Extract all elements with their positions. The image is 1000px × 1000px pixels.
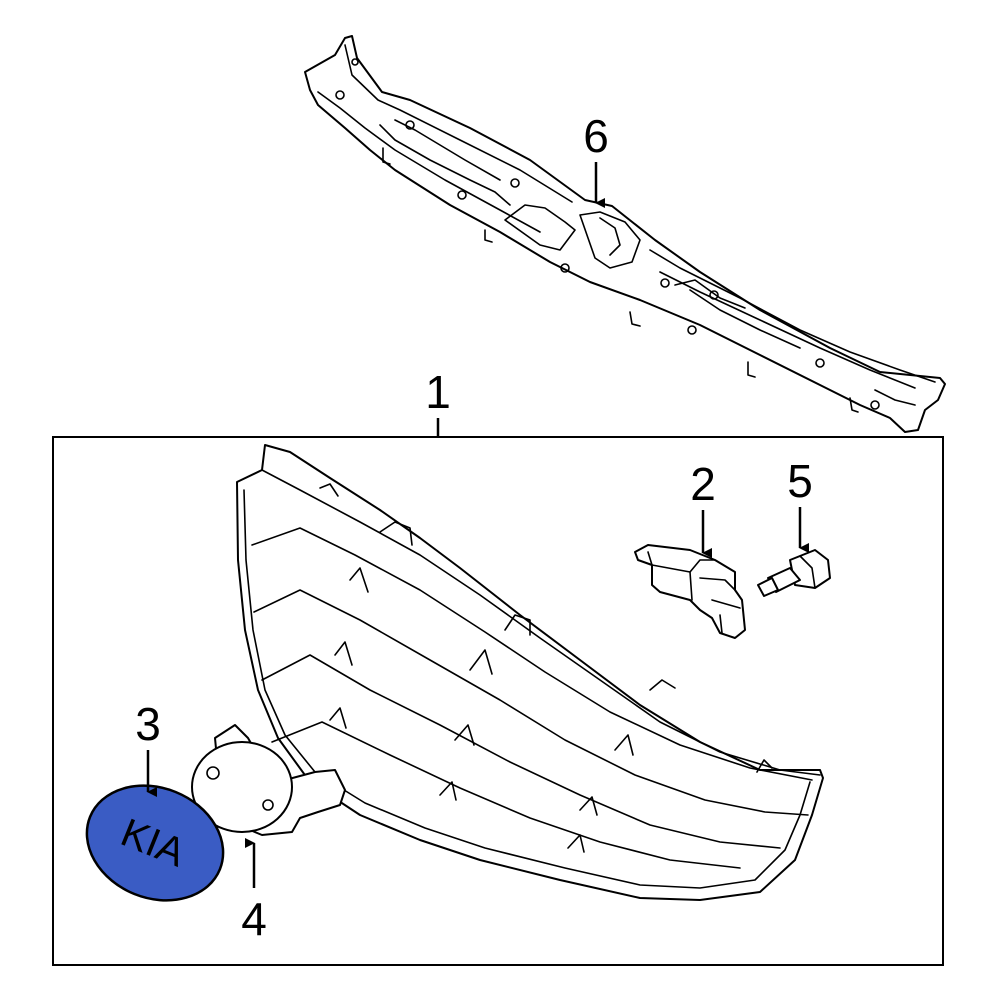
callout-2: 2	[690, 458, 716, 510]
kia-emblem-badge	[85, 784, 225, 902]
radiator-grille-part	[236, 444, 824, 901]
callout-4: 4	[241, 893, 267, 945]
callout-5: 5	[787, 455, 813, 507]
grille-assembly-frame	[52, 436, 944, 966]
kia-emblem-part: KIA	[85, 784, 225, 902]
screw-part	[757, 549, 831, 597]
bracket-part	[634, 544, 746, 639]
callout-3: 3	[135, 698, 161, 750]
callout-6: 6	[583, 110, 609, 162]
callout-1: 1	[425, 366, 451, 418]
upper-cover-part	[304, 35, 946, 433]
emblem-base-part	[191, 724, 346, 836]
